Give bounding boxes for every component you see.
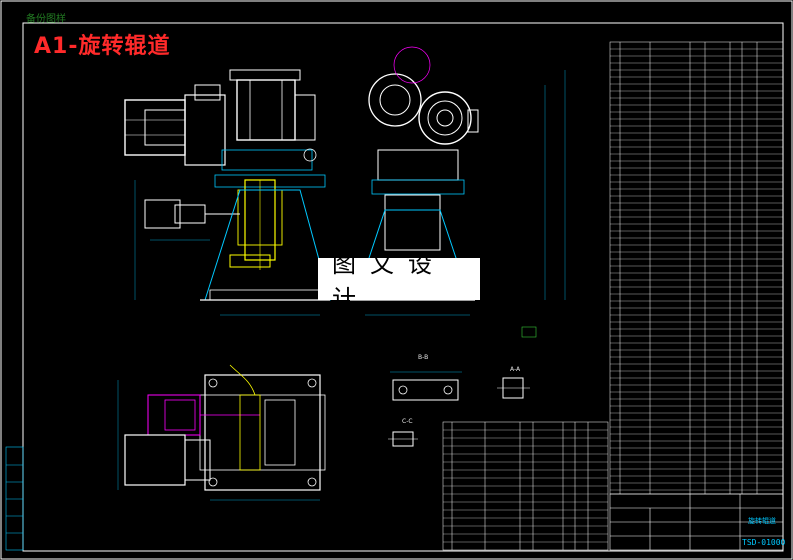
section-details bbox=[388, 326, 537, 447]
roller bbox=[236, 79, 296, 141]
parts-list-right-rows bbox=[610, 48, 783, 491]
motor-body bbox=[124, 99, 186, 156]
parts-list-right bbox=[609, 41, 784, 495]
front-view bbox=[124, 69, 331, 316]
binding-column bbox=[5, 446, 24, 551]
title-block bbox=[609, 493, 784, 551]
section-label-a-a: A-A bbox=[510, 366, 521, 373]
section-label-c-c: C-C bbox=[402, 418, 413, 425]
section-label-b-b: B-B bbox=[418, 354, 429, 361]
drawing-title: A1-旋转辊道 bbox=[34, 34, 171, 59]
parts-list-bottom-rows bbox=[443, 429, 608, 543]
drawing-name: 旋转辊道 bbox=[748, 517, 776, 525]
drawing-number: TSD-01000 bbox=[742, 538, 786, 547]
top-view bbox=[117, 364, 326, 501]
watermark: 图文设计 bbox=[318, 250, 480, 313]
side-view bbox=[350, 46, 566, 316]
archive-stamp: 备份图样 bbox=[26, 14, 66, 25]
